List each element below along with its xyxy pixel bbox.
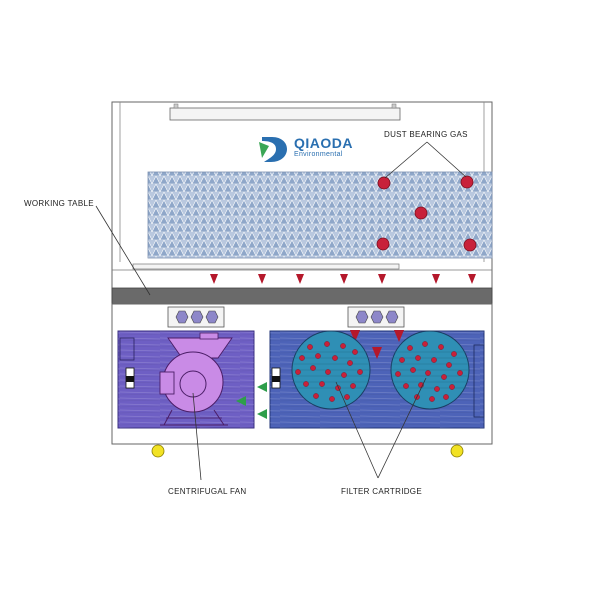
filter-chamber-side-panel — [473, 344, 485, 418]
qiaoda-logo-mark — [259, 137, 287, 162]
dust-particle — [460, 175, 474, 189]
filter-cartridge-label: FILTER CARTRIDGE — [341, 487, 422, 496]
downflow-arrow — [210, 274, 218, 284]
inner-shelf — [132, 263, 400, 270]
caster-wheel-left — [151, 444, 165, 458]
downflow-arrow — [350, 330, 360, 342]
working-table-leader — [95, 205, 151, 296]
filter-cartridge-leader-left — [335, 381, 379, 479]
centrifugal-fan-leader — [192, 392, 202, 481]
downflow-arrow — [372, 347, 382, 359]
working-table-surface — [111, 287, 493, 305]
sideflow-arrows — [236, 382, 267, 419]
caster-wheel-right — [450, 444, 464, 458]
downflow-arrow — [296, 274, 304, 284]
working-table-label: WORKING TABLE — [24, 199, 94, 208]
dust-particle — [414, 206, 428, 220]
filter-cartridge-leader-right — [377, 377, 427, 479]
downflow-arrow — [468, 274, 476, 284]
downflow-arrow — [432, 274, 440, 284]
mesh-panel — [147, 171, 493, 259]
downflow-arrow — [394, 330, 404, 342]
dust-particles — [376, 175, 477, 252]
dust-bearing-gas-label: DUST BEARING GAS — [384, 130, 468, 139]
fan-chamber-side-panel — [119, 337, 135, 361]
filter-intake-arrows — [350, 330, 404, 359]
downflow-arrow — [378, 274, 386, 284]
brand-logo: QIAODA Environmental — [294, 136, 353, 160]
centrifugal-fan — [159, 332, 233, 426]
light-bar — [169, 107, 401, 121]
vent-grille-right — [347, 306, 405, 328]
dust-gas-leader-right — [426, 141, 467, 178]
sideflow-arrow — [257, 382, 267, 392]
centrifugal-fan-label: CENTRIFUGAL FAN — [168, 487, 247, 496]
dust-gas-leader-left — [384, 141, 428, 179]
sideflow-arrow — [236, 396, 246, 406]
filter-cartridge-left — [291, 330, 371, 410]
downflow-arrows — [210, 274, 476, 284]
light-bar-mount-left — [173, 103, 179, 109]
vent-grille-left — [167, 306, 225, 328]
brand-subtitle: Environmental — [294, 151, 343, 158]
downflow-arrow — [258, 274, 266, 284]
light-bar-mount-right — [391, 103, 397, 109]
brand-name: QIAODA — [294, 135, 353, 151]
sideflow-arrow — [257, 409, 267, 419]
downflow-arrow — [340, 274, 348, 284]
dust-particle — [463, 238, 477, 252]
filter-cartridge-right — [390, 330, 470, 410]
dust-particle — [376, 237, 390, 251]
dust-particle — [377, 176, 391, 190]
